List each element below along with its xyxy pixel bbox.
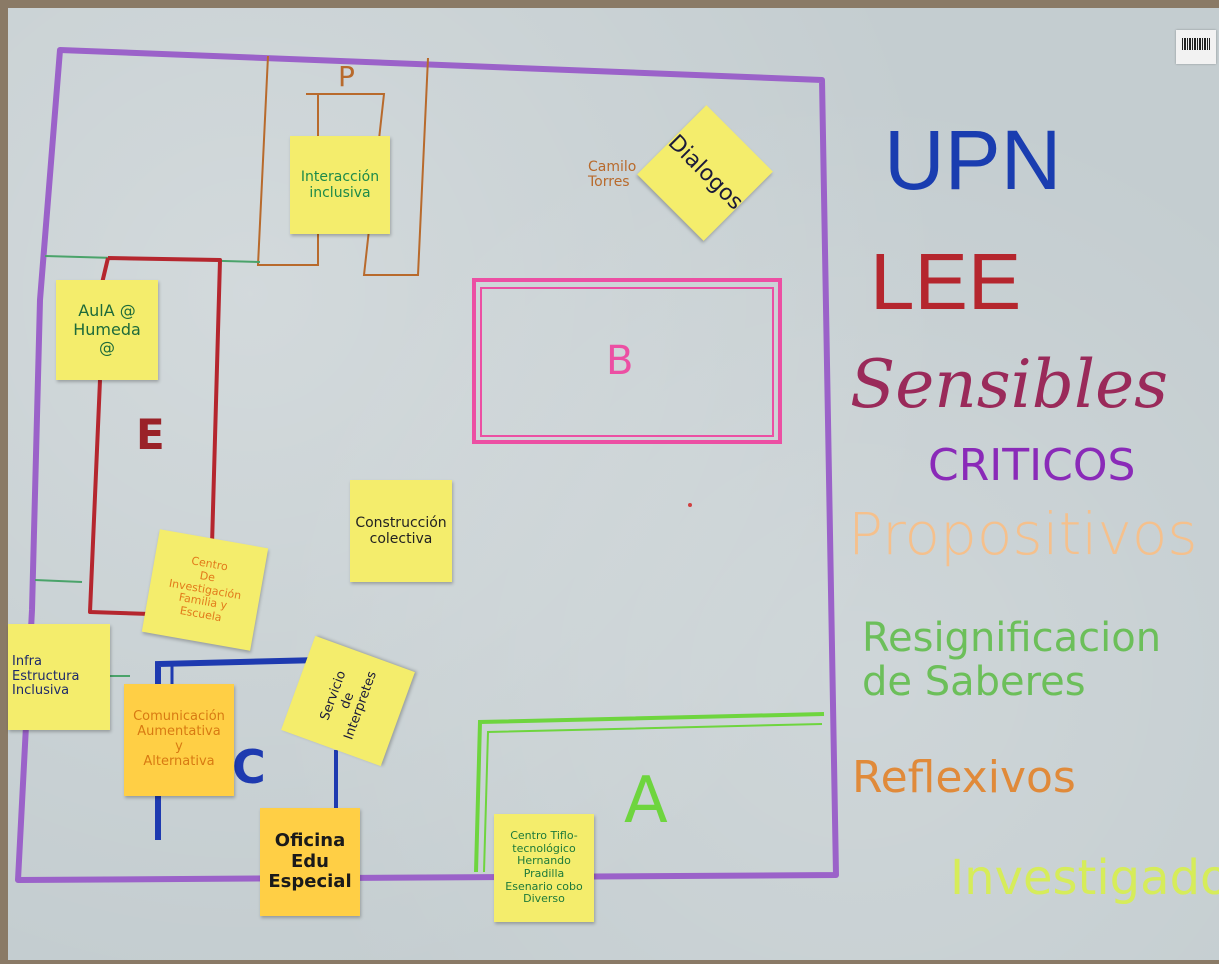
campus-boundary	[15, 47, 839, 883]
note-centro-investigacion: Centro De Investigación Familia y Escuel…	[141, 529, 269, 651]
word-lee: LEE	[870, 237, 1022, 326]
zone-b-outline	[472, 278, 782, 444]
zone-a-outline	[474, 712, 825, 873]
word-sensibles: Sensibles	[850, 346, 1169, 423]
word-criticos: CRITICOS	[928, 440, 1136, 491]
zone-label-a: A	[624, 764, 668, 838]
word-investigadores: Investigado	[950, 850, 1219, 906]
zone-label-b: B	[606, 338, 634, 384]
note-construccion-colectiva: Construcción colectiva	[350, 480, 452, 582]
word-propositivos: Propositivos	[848, 500, 1198, 568]
note-centro-tiflotecnologico: Centro Tiflo- tecnológico Hernando Pradi…	[494, 814, 594, 922]
note-comunicacion-aumentativa: Comunicación Aumentativa y Alternativa	[124, 684, 234, 796]
zone-label-c: C	[232, 740, 266, 794]
note-infraestructura-inclusiva: Infra Estructura Inclusiva	[8, 624, 110, 730]
zone-label-p: P	[338, 60, 355, 93]
zone-label-e: E	[136, 410, 165, 459]
note-interaccion-inclusiva: Interacción inclusiva	[290, 136, 390, 234]
note-oficina-edu-especial: Oficina Edu Especial	[260, 808, 360, 916]
camilo-torres-label: Camilo Torres	[588, 159, 637, 191]
barcode-sticker	[1176, 30, 1216, 64]
word-resignificacion: Resignificacion de Saberes	[862, 615, 1162, 705]
word-reflexivos: Reflexivos	[852, 752, 1076, 803]
note-aula-humeda: AulA @ Humeda @	[56, 280, 158, 380]
paper-sheet	[8, 8, 1219, 960]
word-upn: UPN	[884, 113, 1062, 207]
